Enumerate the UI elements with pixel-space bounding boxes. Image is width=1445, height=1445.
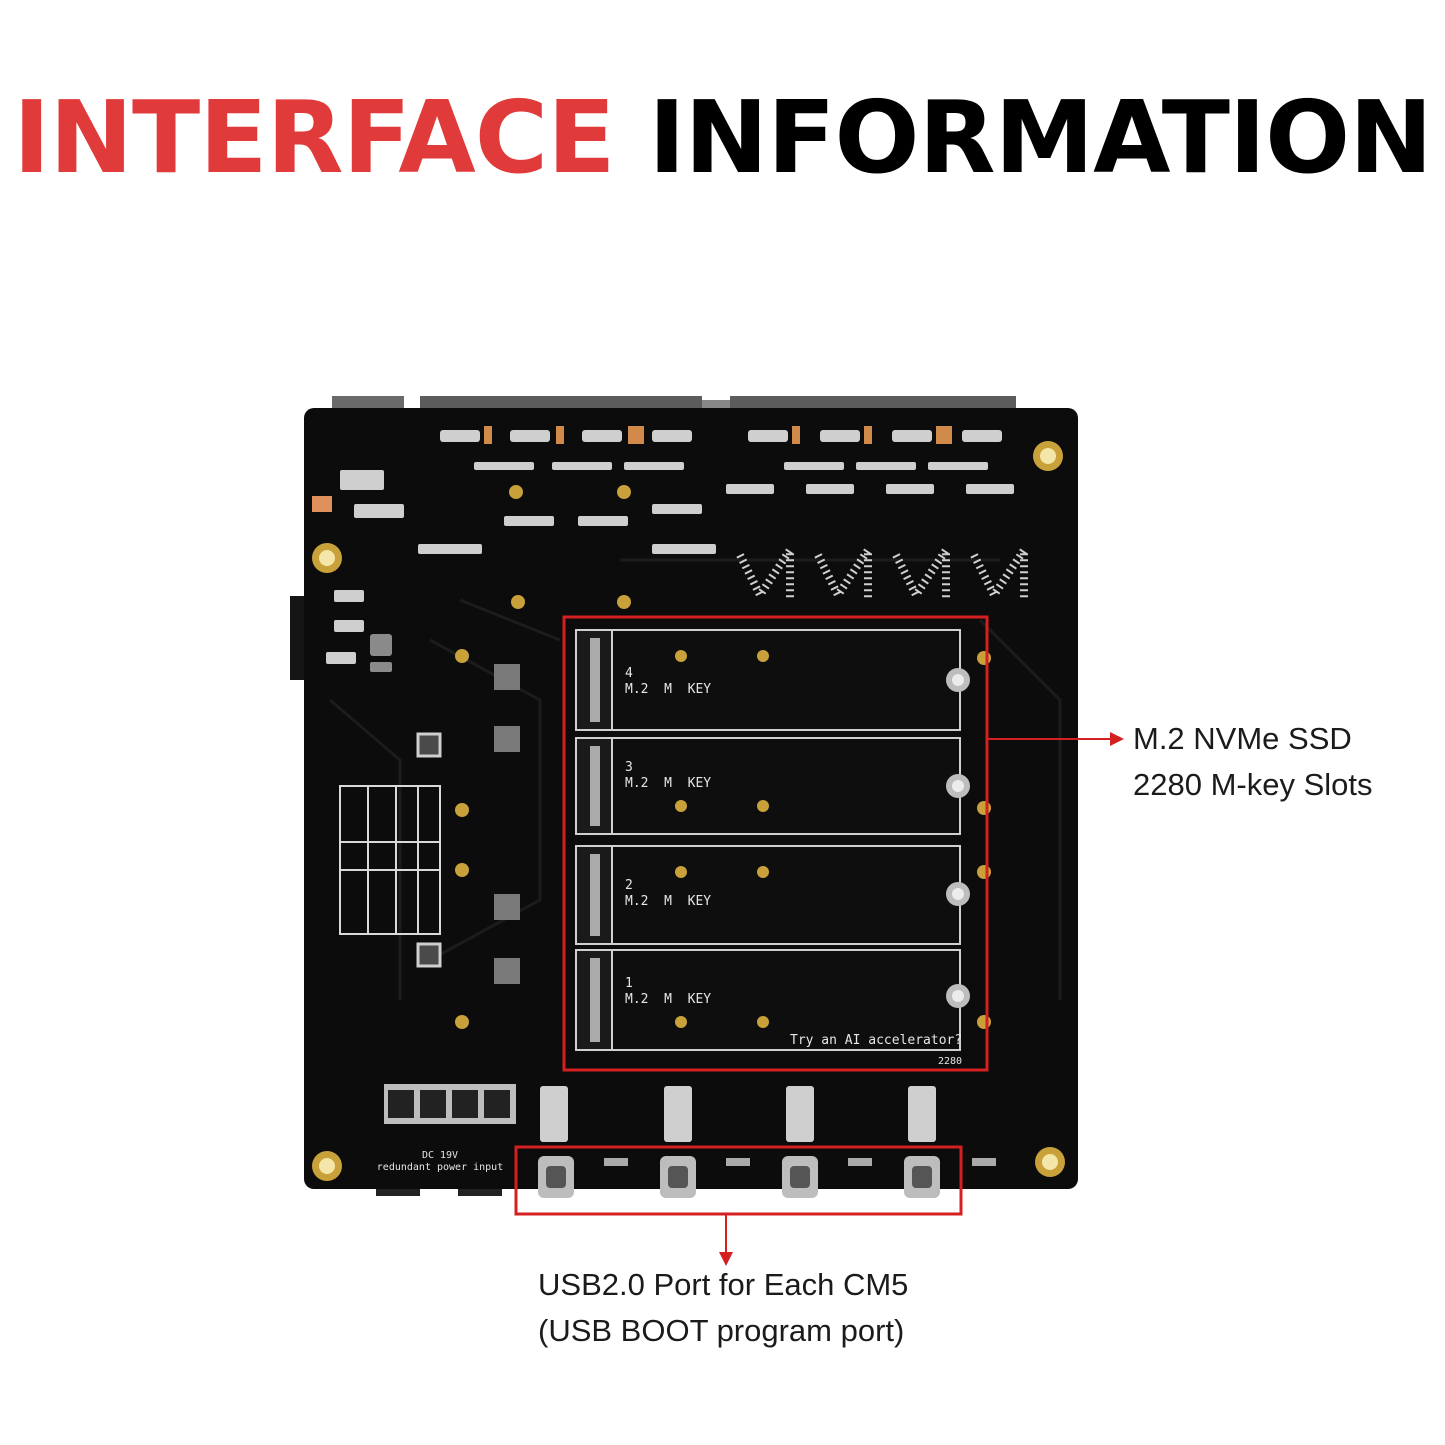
slot-1-number: 1 [625,976,633,991]
usb-c-ports [538,1156,996,1198]
usb-callout-label: USB2.0 Port for Each CM5 (USB BOOT progr… [538,1262,908,1354]
m2-callout-line2: 2280 M-key Slots [1133,767,1373,802]
size-2280-text: 2280 [938,1056,962,1067]
dc-label-line2: redundant power input [377,1162,503,1173]
page-title: INTERFACE INFORMATION [0,78,1445,198]
top-components [326,430,1014,672]
m2-slots-group [575,629,991,1051]
usb-c-port-4 [904,1156,940,1198]
usb-callout-line1: USB2.0 Port for Each CM5 [538,1267,909,1302]
slot-1-label: M.2 M KEY [625,992,711,1007]
slot-3-label: M.2 M KEY [625,776,711,791]
usb-c-port-1 [538,1156,574,1198]
title-black-part: INFORMATION [648,79,1432,196]
usb-c-port-2 [660,1156,696,1198]
m2-slot-2 [575,845,970,945]
m2-slot-4 [575,629,970,731]
slot-2-label: M.2 M KEY [625,894,711,909]
usb-c-port-3 [782,1156,818,1198]
usb-callout-line2: (USB BOOT program port) [538,1313,905,1348]
left-side-components [416,649,520,1029]
dc-power-label: DC 19V redundant power input [377,1150,503,1173]
accelerator-text: Try an AI accelerator? [790,1033,962,1048]
orange-capacitors [312,426,952,512]
side-connector [290,596,308,680]
usb-highlight [514,1145,963,1266]
slot-4-number: 4 [625,666,633,681]
slot-labels: 4 M.2 M KEY 3 M.2 M KEY 2 M.2 M KEY 1 M.… [625,666,962,1067]
slot-4-label: M.2 M KEY [625,682,711,697]
m2-callout-line1: M.2 NVMe SSD [1133,721,1352,756]
m2-arrow-head [1110,732,1124,746]
slot-2-number: 2 [625,878,633,893]
m2-highlight-box [562,615,989,1072]
dc-label-line1: DC 19V [422,1150,458,1161]
usb-area-components [540,1086,936,1142]
mounting-holes [312,441,1065,1181]
usb-arrow-head [719,1252,733,1266]
title-red-part: INTERFACE [13,79,615,196]
bottom-diodes [384,1084,516,1124]
slot-3-number: 3 [625,760,633,775]
ina-address-table [339,785,441,935]
m2-callout-label: M.2 NVMe SSD 2280 M-key Slots [1133,716,1373,808]
usb-highlight-box [514,1145,963,1216]
m2-slot-3 [575,737,970,835]
m2-highlight [562,615,1124,1072]
m2-slot-1 [575,949,970,1051]
